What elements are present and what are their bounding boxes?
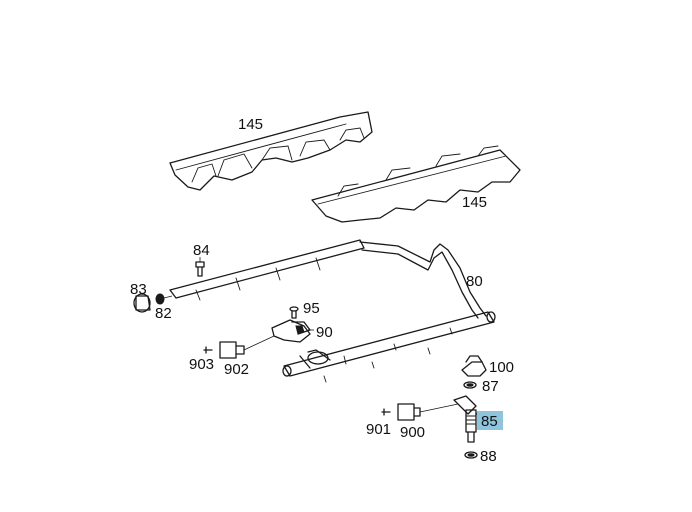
part-95-screw <box>289 306 299 319</box>
part-100-clip <box>461 355 487 377</box>
callout-84: 84 <box>193 242 210 259</box>
part-83-plug <box>133 293 151 313</box>
callout-903: 903 <box>189 356 214 373</box>
callout-900: 900 <box>400 424 425 441</box>
callout-83: 83 <box>130 281 147 298</box>
part-80-fuel-rail-upper <box>169 239 487 319</box>
callout-145-top: 145 <box>238 116 263 133</box>
part-145-cover-left <box>169 111 373 191</box>
callout-95: 95 <box>303 300 320 317</box>
leader-82 <box>163 295 173 299</box>
part-903-pin <box>203 346 213 354</box>
callout-90: 90 <box>316 324 333 341</box>
callout-80: 80 <box>466 273 483 290</box>
callout-87: 87 <box>482 378 499 395</box>
callout-100: 100 <box>489 359 514 376</box>
callout-85: 85 <box>481 413 498 430</box>
part-87-o-ring <box>463 381 477 389</box>
part-82-seal <box>155 293 165 305</box>
part-902-connector <box>219 335 275 359</box>
callout-901: 901 <box>366 421 391 438</box>
callout-145-right: 145 <box>462 194 487 211</box>
part-901-pin <box>381 408 391 416</box>
part-fuel-rail-lower <box>282 311 496 383</box>
part-900-connector <box>397 403 459 421</box>
callout-85-highlight <box>477 411 503 430</box>
part-84-bolt <box>195 257 205 277</box>
callout-88: 88 <box>480 448 497 465</box>
callout-902: 902 <box>224 361 249 378</box>
part-88-seal <box>464 451 478 459</box>
part-145-cover-right <box>311 145 521 223</box>
callout-82: 82 <box>155 305 172 322</box>
part-90-pressure-sensor <box>271 319 314 343</box>
